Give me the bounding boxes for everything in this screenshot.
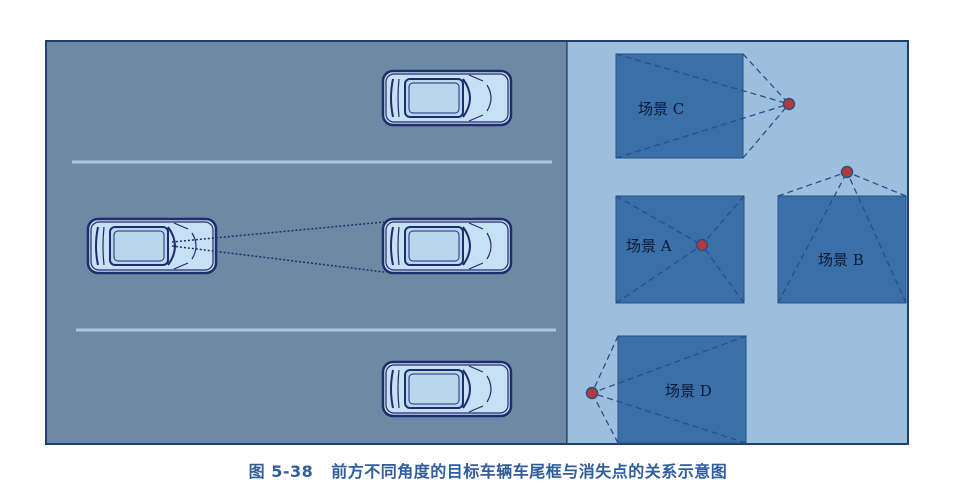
scene-b: 场景 B bbox=[777, 165, 907, 304]
sight-line-lower bbox=[171, 245, 385, 273]
figure-frame bbox=[45, 40, 909, 445]
scene-c-label: 场景 C bbox=[638, 100, 684, 118]
vanishing-point-c bbox=[782, 97, 796, 111]
figure-title: 前方不同角度的目标车辆车尾框与消失点的关系示意图 bbox=[331, 462, 728, 481]
figure-number: 图 5-38 bbox=[248, 462, 314, 481]
vanishing-point-a bbox=[695, 238, 709, 252]
car-bottom-right bbox=[381, 360, 513, 418]
scene-a: 场景 A bbox=[615, 195, 745, 304]
sight-line-upper bbox=[171, 221, 385, 243]
car-top-right bbox=[381, 69, 513, 127]
scene-d-label: 场景 D bbox=[665, 382, 712, 400]
vanishing-point-d bbox=[585, 386, 599, 400]
vanishing-point-b bbox=[840, 165, 854, 179]
car-middle-right bbox=[381, 217, 513, 275]
scene-d: 场景 D bbox=[585, 335, 747, 444]
car-ego bbox=[86, 217, 218, 275]
figure-caption: 图 5-38 前方不同角度的目标车辆车尾框与消失点的关系示意图 bbox=[0, 458, 976, 482]
scene-a-label: 场景 A bbox=[626, 237, 672, 255]
scene-c: 场景 C bbox=[615, 53, 796, 159]
scene-b-label: 场景 B bbox=[818, 251, 864, 269]
